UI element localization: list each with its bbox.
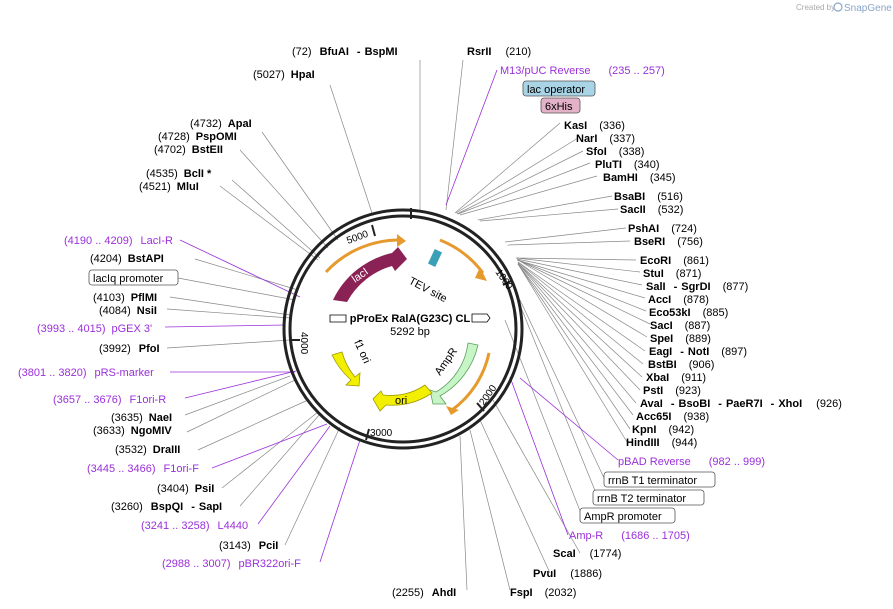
feature-ori[interactable] xyxy=(372,384,433,412)
site-label-EagI[interactable]: EagI-NotI(897) xyxy=(649,346,747,358)
primer-label-F1ori-F[interactable]: (3445 .. 3466)F1ori-F xyxy=(87,463,199,475)
connector-lines xyxy=(166,59,651,591)
site-label-PflMI[interactable]: (4103)PflMI xyxy=(93,292,157,304)
site-label-SacII[interactable]: SacII(532) xyxy=(620,204,683,216)
site-label-PstI[interactable]: PstI(923) xyxy=(643,385,701,397)
svg-text:rrnB T2 terminator: rrnB T2 terminator xyxy=(597,493,686,505)
primer-label-pBAD-Reverse[interactable]: pBAD Reverse(982 .. 999) xyxy=(618,456,765,468)
site-label-NarI[interactable]: NarI(337) xyxy=(576,133,635,145)
promoter-arrowheads xyxy=(397,234,487,415)
left-labels: (72)BfuAI-BspMI (5027)HpaI (4732)ApaI (4… xyxy=(18,46,456,599)
plasmid-size: 5292 bp xyxy=(390,326,430,338)
site-label-FspI[interactable]: FspI(2032) xyxy=(510,587,576,599)
site-label-BsaBI[interactable]: BsaBI(516) xyxy=(614,191,683,203)
site-label-HpaI[interactable]: (5027)HpaI xyxy=(253,69,315,81)
site-label-HindIII[interactable]: HindIII(944) xyxy=(626,437,697,449)
site-label-PspOMI[interactable]: (4728)PspOMI xyxy=(158,131,237,143)
site-label-StuI[interactable]: StuI(871) xyxy=(643,268,701,280)
site-label-PluTI[interactable]: PluTI(340) xyxy=(595,159,660,171)
svg-text:rrnB T1 terminator: rrnB T1 terminator xyxy=(608,475,697,487)
site-label-BseRI[interactable]: BseRI(756) xyxy=(634,236,703,248)
site-label-PfoI[interactable]: (3992)PfoI xyxy=(99,343,160,355)
site-label-XbaI[interactable]: XbaI(911) xyxy=(646,372,706,384)
site-label-Eco53kI[interactable]: Eco53kI(885) xyxy=(649,307,728,319)
feature-tev-label: TEV site xyxy=(407,275,449,305)
tick-label-3000: 3000 xyxy=(370,428,393,439)
small-feature-arrows xyxy=(329,313,491,323)
site-label-ApaI[interactable]: (4732)ApaI xyxy=(190,118,252,130)
primer-label-Amp-R[interactable]: Amp-R(1686 .. 1705) xyxy=(569,530,690,542)
site-label-SpeI[interactable]: SpeI(889) xyxy=(650,333,711,345)
site-label-SalI[interactable]: SalI-SgrDI(877) xyxy=(646,281,748,293)
site-label-SfoI[interactable]: SfoI(338) xyxy=(586,146,644,158)
site-label-RsrII[interactable]: RsrII(210) xyxy=(467,46,531,58)
site-label-BspQI[interactable]: (3260)BspQI-SapI xyxy=(111,501,222,513)
site-label-AhdI[interactable]: (2255)AhdI xyxy=(392,587,456,599)
primer-label-pRS-marker[interactable]: (3801 .. 3820)pRS-marker xyxy=(18,367,154,379)
primer-label-M13-pUC-Reverse[interactable]: M13/pUC Reverse(235 .. 257) xyxy=(500,65,665,77)
site-label-NsiI[interactable]: (4084)NsiI xyxy=(99,305,157,317)
site-label-ScaI[interactable]: ScaI(1774) xyxy=(553,548,621,560)
feature-AmpR[interactable] xyxy=(429,342,479,405)
svg-text:lac operator: lac operator xyxy=(527,84,585,96)
right-labels: RsrII(210) M13/pUC Reverse(235 .. 257) l… xyxy=(467,46,842,599)
plasmid-name: pProEx RalA(G23C) CL xyxy=(350,313,471,325)
tev-site-glyph xyxy=(427,249,443,267)
site-label-Acc65I[interactable]: Acc65I(938) xyxy=(636,411,709,423)
site-label-AccI[interactable]: AccI(878) xyxy=(648,294,709,306)
site-label-MluI[interactable]: (4521)MluI xyxy=(139,181,199,193)
credit-brand: SnapGene xyxy=(844,3,892,14)
site-label-PsiI[interactable]: (3404)PsiI xyxy=(157,483,214,495)
feature-box-AmpR-promoter[interactable]: AmpR promoter xyxy=(579,507,676,524)
site-label-PvuI[interactable]: PvuI(1886) xyxy=(533,568,602,580)
site-label-PshAI[interactable]: PshAI(724) xyxy=(628,223,697,235)
primer-label-pBR322ori-F[interactable]: (2988 .. 3007)pBR322ori-F xyxy=(162,558,301,570)
plasmid-backbone-inner xyxy=(288,214,518,444)
site-label-PciI[interactable]: (3143)PciI xyxy=(219,540,278,552)
svg-text:lacIq promoter: lacIq promoter xyxy=(93,273,164,285)
site-label-NgoMIV[interactable]: (3633)NgoMIV xyxy=(93,425,172,437)
feature-box-lac-operator[interactable]: lac operator xyxy=(522,80,596,97)
site-label-BstBI[interactable]: BstBI(906) xyxy=(648,359,714,371)
primer-label-LacI-R[interactable]: (4190 .. 4209)LacI-R xyxy=(64,235,173,247)
primer-label-F1ori-R[interactable]: (3657 .. 3676)F1ori-R xyxy=(53,394,166,406)
site-label-EcoRI[interactable]: EcoRI(861) xyxy=(640,255,709,267)
site-label-SacI[interactable]: SacI(887) xyxy=(650,320,710,332)
feature-f1ori[interactable] xyxy=(331,351,361,387)
tick-marks xyxy=(290,208,512,441)
feature-f1ori-label: f1 ori xyxy=(351,338,372,365)
tick-label-1000: 1000 xyxy=(493,267,515,292)
feature-lacI[interactable] xyxy=(333,247,407,302)
svg-text:6xHis: 6xHis xyxy=(545,101,573,113)
site-label-KpnI[interactable]: KpnI(942) xyxy=(632,424,694,436)
feature-ori-label: ori xyxy=(395,395,407,407)
site-label-BfuAI[interactable]: (72)BfuAI-BspMI xyxy=(292,46,398,58)
feature-box-6xHis[interactable]: 6xHis xyxy=(540,97,581,114)
feature-box-rrnB-T1-terminator[interactable]: rrnB T1 terminator xyxy=(603,471,716,488)
primer-label-pGEX3[interactable]: (3993 .. 4015)pGEX 3' xyxy=(37,323,152,335)
site-label-BstEII[interactable]: (4702)BstEII xyxy=(154,144,223,156)
site-label-BamHI[interactable]: BamHI(345) xyxy=(603,172,676,184)
feature-box-rrnB-T2-terminator[interactable]: rrnB T2 terminator xyxy=(592,489,705,506)
tick-label-4000: 4000 xyxy=(298,332,309,355)
primer-label-L4440[interactable]: (3241 .. 3258)L4440 xyxy=(141,520,248,532)
site-label-KasI[interactable]: KasI(336) xyxy=(564,120,625,132)
snapgene-logo-icon xyxy=(833,2,843,12)
primer-connectors xyxy=(164,69,619,563)
site-label-BclI[interactable]: (4535)BclI * xyxy=(146,168,212,180)
svg-text:AmpR promoter: AmpR promoter xyxy=(584,511,662,523)
site-label-NaeI[interactable]: (3635)NaeI xyxy=(111,412,172,424)
plasmid-backbone-outer xyxy=(282,208,524,450)
feature-box-lacIq-promoter[interactable]: lacIq promoter xyxy=(88,269,179,286)
feature-AmpR-label: AmpR xyxy=(433,346,460,378)
site-label-DraIII[interactable]: (3532)DraIII xyxy=(115,444,180,456)
site-label-BstAPI[interactable]: (4204)BstAPI xyxy=(90,253,164,265)
site-label-AvaI[interactable]: AvaI-BsoBI-PaeR7I-XhoI(926) xyxy=(640,398,842,410)
credit-prefix: Created by xyxy=(796,3,835,12)
